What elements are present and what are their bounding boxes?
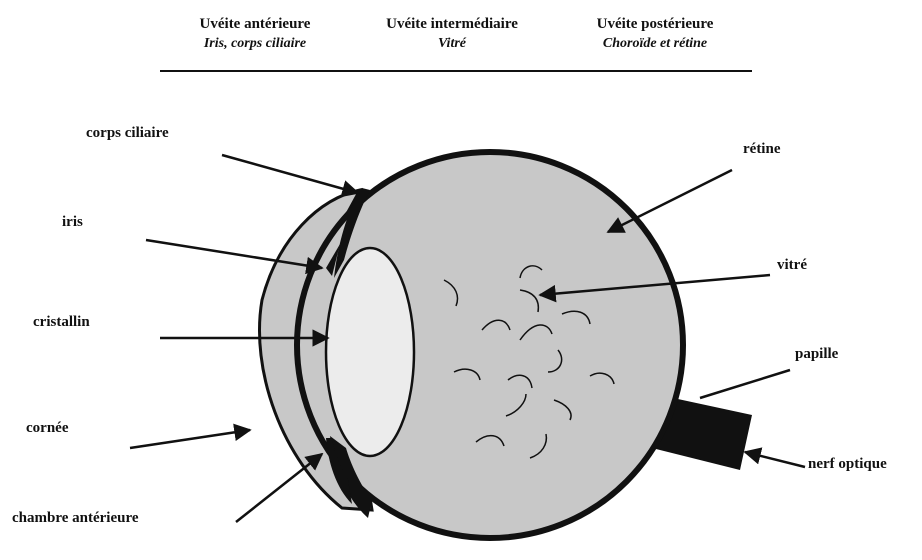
arrow-chambre-anterieure [236, 454, 322, 522]
label-iris: iris [62, 214, 83, 231]
arrow-papille [700, 370, 790, 398]
label-cornee: cornée [26, 420, 68, 437]
label-corps-ciliaire: corps ciliaire [86, 125, 169, 142]
arrow-retine [608, 170, 732, 232]
label-cristallin: cristallin [33, 314, 90, 331]
label-chambre-anterieure: chambre antérieure [12, 510, 139, 527]
arrow-nerf-optique [745, 452, 805, 467]
arrow-cornee [130, 430, 250, 448]
label-vitre: vitré [777, 257, 807, 274]
label-retine: rétine [743, 141, 780, 158]
arrow-corps-ciliaire [222, 155, 358, 193]
lens [326, 248, 414, 456]
label-nerf-optique: nerf optique [808, 456, 887, 473]
label-papille: papille [795, 346, 838, 363]
